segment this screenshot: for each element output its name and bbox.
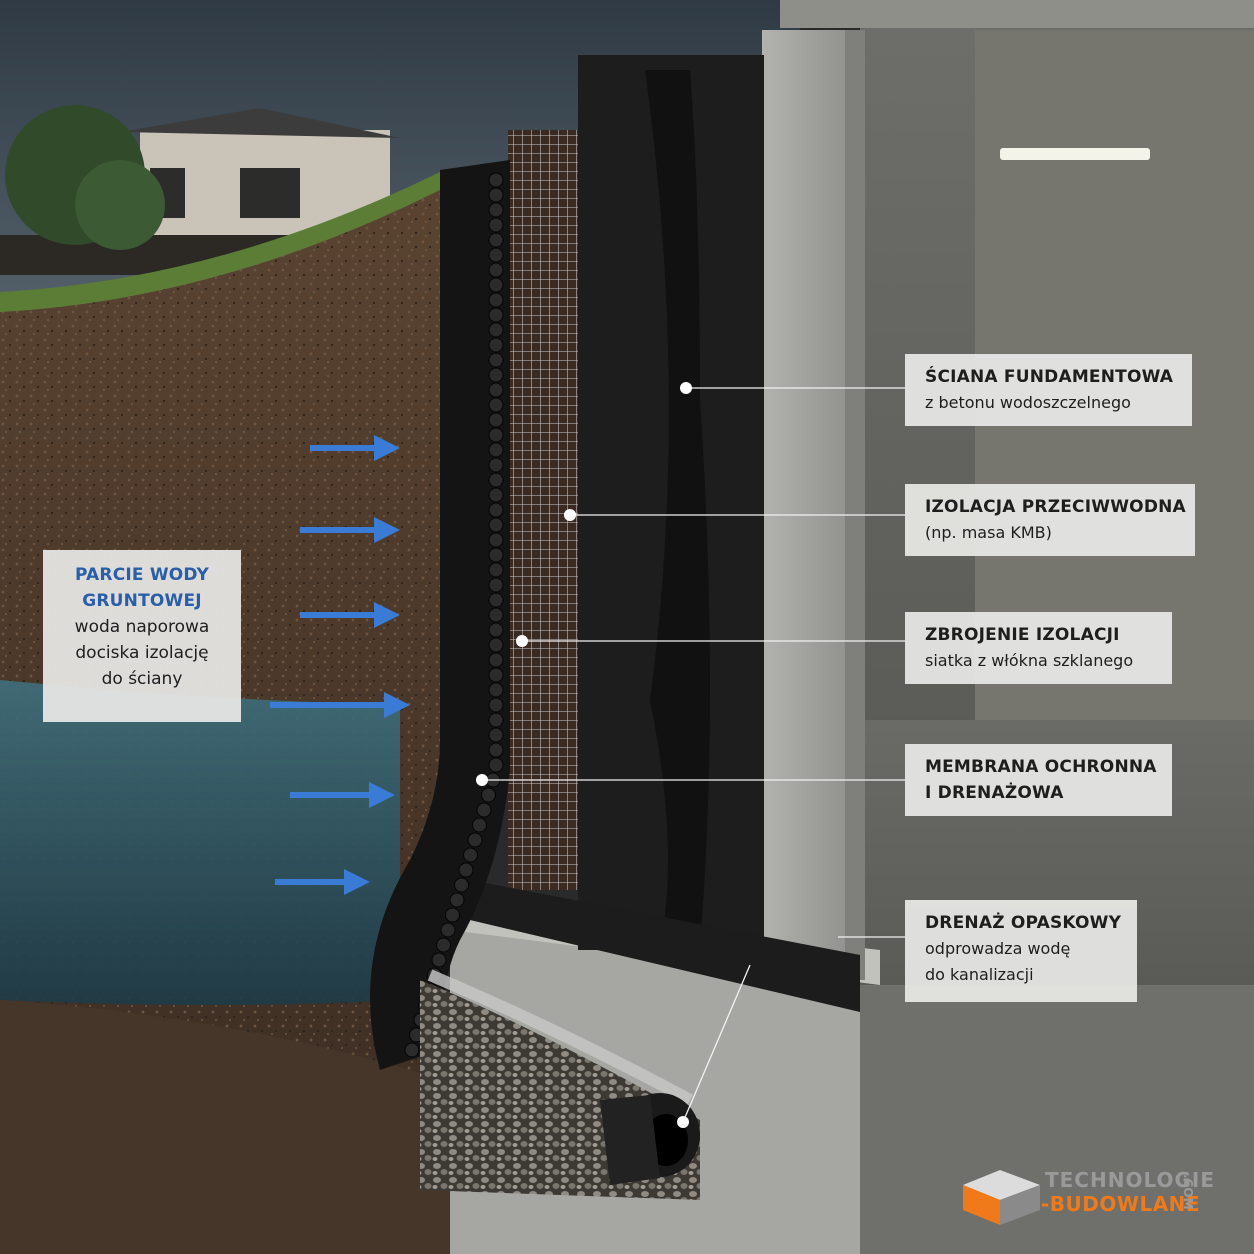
logo-icon [963, 1170, 1040, 1225]
label-foundation-wall: ŚCIANA FUNDAMENTOWA z betonu wodoszczeln… [905, 354, 1192, 426]
water-pressure-arrow [310, 435, 400, 461]
label-drain-title: DRENAŻ OPASKOWY [925, 913, 1122, 933]
drain-pipe [600, 1093, 700, 1185]
label-mesh-title: ZBROJENIE IZOLACJI [925, 625, 1120, 645]
label-foundation-wall-title: ŚCIANA FUNDAMENTOWA [925, 367, 1174, 387]
label-membrane-title: MEMBRANA OCHRONNA [925, 757, 1157, 777]
label-waterproofing: IZOLACJA PRZECIWWODNA (np. masa KMB) [905, 484, 1195, 556]
label-drain-sub-2: do kanalizacji [925, 965, 1034, 984]
groundwater [0, 680, 400, 1005]
label-water-sub-2: dociska izolację [75, 643, 209, 663]
water-pressure-arrow [275, 869, 370, 895]
label-water-sub-3: do ściany [101, 669, 183, 689]
callout-lines [482, 387, 905, 1123]
ceiling-lamp [1000, 148, 1150, 160]
water-pressure-arrow [300, 517, 400, 543]
logo-line-2: -BUDOWLANE [1041, 1192, 1201, 1216]
label-water-pressure: PARCIE WODY GRUNTOWEJ woda naporowa doci… [43, 550, 241, 722]
label-mesh-sub: siatka z włókna szklanego [925, 651, 1134, 670]
water-pressure-arrow [270, 692, 410, 718]
water-pressure-arrow [300, 602, 400, 628]
ceiling-slab [780, 0, 1254, 28]
label-foundation-wall-sub: z betonu wodoszczelnego [925, 393, 1131, 412]
label-waterproofing-title: IZOLACJA PRZECIWWODNA [925, 497, 1186, 517]
label-membrane-sub: I DRENAŻOWA [925, 783, 1064, 803]
fiberglass-mesh [508, 130, 578, 890]
label-drain: DRENAŻ OPASKOWY odprowadza wodę do kanal… [905, 900, 1137, 1002]
logo: TECHNOLOGIE -BUDOWLANE .COM [1041, 1168, 1225, 1228]
label-water-title-1: PARCIE WODY [74, 565, 210, 585]
logo-line-1: TECHNOLOGIE [1045, 1168, 1216, 1192]
callout-dots [476, 382, 692, 1128]
grass [0, 172, 440, 312]
label-mesh: ZBROJENIE IZOLACJI siatka z włókna szkla… [905, 612, 1172, 684]
logo-suffix: .COM [1181, 1174, 1195, 1210]
water-pressure-arrow [290, 782, 395, 808]
label-membrane: MEMBRANA OCHRONNA I DRENAŻOWA [905, 744, 1172, 816]
label-waterproofing-sub: (np. masa KMB) [925, 523, 1052, 542]
house-background [0, 108, 420, 275]
tree [5, 105, 165, 250]
water-pressure-arrows [270, 435, 410, 895]
label-water-sub-1: woda naporowa [74, 617, 210, 637]
label-water-title-2: GRUNTOWEJ [82, 591, 202, 611]
label-drain-sub-1: odprowadza wodę [925, 939, 1071, 958]
